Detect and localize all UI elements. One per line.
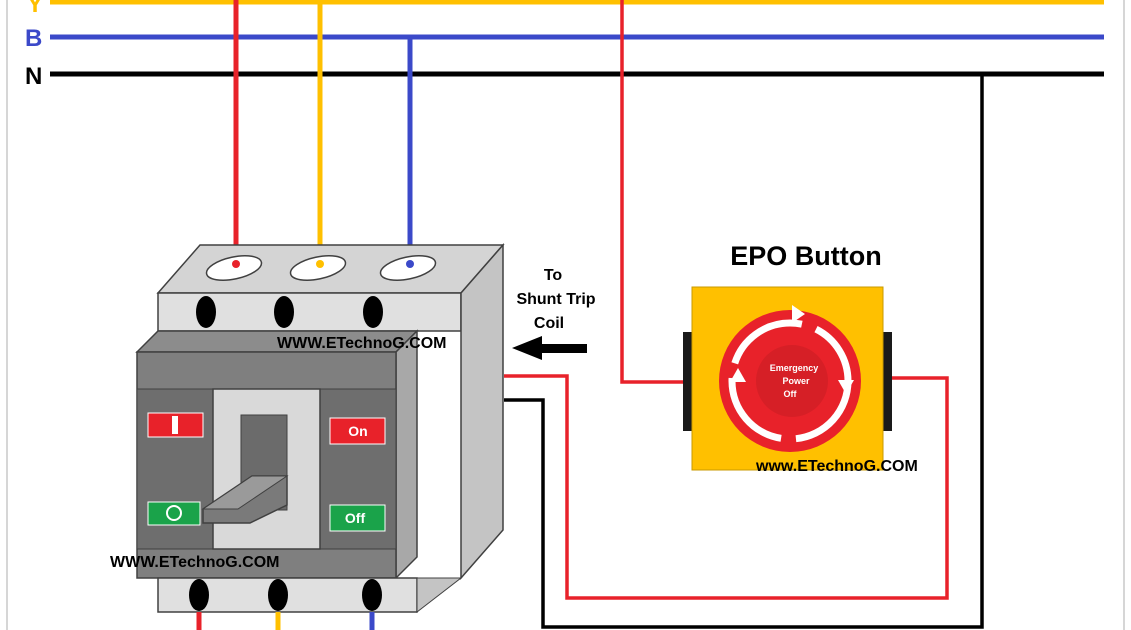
epo-face-line1: Emergency — [770, 363, 819, 373]
shunt-note-line2: Shunt Trip — [516, 291, 595, 308]
breaker-body-side-bevel — [395, 329, 418, 580]
off-button[interactable] — [329, 504, 386, 532]
top-lug-red-dot — [232, 260, 240, 268]
breaker-bottom-side — [416, 577, 463, 614]
epo-face-line2: Power — [782, 376, 810, 386]
epo-left-clamp — [683, 332, 692, 431]
epo-supply-red-wire — [620, 0, 686, 384]
epo-face-line3: Off — [784, 389, 798, 399]
watermark-top: WWW.ETechnoG.COM — [277, 335, 446, 352]
epo-rotate-arrow-icon — [792, 305, 805, 323]
top-lug-slot — [205, 255, 263, 281]
top-terminal-screw — [196, 296, 216, 328]
breaker-right-side — [460, 243, 504, 580]
shunt-note-line1: To — [544, 267, 563, 284]
top-lug-slot — [289, 255, 347, 281]
top-lug-blue-dot — [406, 260, 414, 268]
mccb-breaker: On Off — [135, 243, 505, 614]
bus-b-label: B — [25, 25, 42, 52]
bottom-terminal-screw — [268, 579, 288, 611]
trip-o-circle — [166, 505, 182, 521]
epo-rotate-arrow-icon — [838, 380, 854, 394]
neutral-return-wire — [504, 74, 984, 629]
watermark-epo: www.ETechnoG.COM — [755, 458, 918, 475]
shunt-note-line3: Coil — [534, 315, 564, 332]
off-button-label: Off — [345, 510, 366, 526]
epo-button[interactable]: Emergency Power Off — [683, 286, 892, 471]
bus-n-label: N — [25, 63, 42, 90]
top-terminal-screw — [363, 296, 383, 328]
top-lug-yellow-dot — [316, 260, 324, 268]
epo-title: EPO Button — [730, 241, 881, 271]
epo-center-cap — [756, 345, 828, 417]
shunt-trip-red-wire — [504, 374, 949, 600]
epo-rotate-arrow-icon — [730, 368, 746, 382]
shunt-arrow-icon — [512, 336, 587, 360]
on-button[interactable] — [329, 417, 386, 445]
bottom-terminal-screw — [362, 579, 382, 611]
top-terminal-screw — [274, 296, 294, 328]
trip-o-indicator — [147, 501, 201, 526]
trip-i-bar — [172, 416, 178, 434]
on-button-label: On — [348, 423, 367, 439]
bus-y-label: Y — [27, 0, 43, 18]
handle-top-face — [201, 475, 289, 510]
bottom-terminal-screw — [189, 579, 209, 611]
watermark-bottom: WWW.ETechnoG.COM — [110, 554, 279, 571]
epo-right-clamp — [883, 332, 892, 431]
top-lug-slot — [379, 255, 437, 281]
